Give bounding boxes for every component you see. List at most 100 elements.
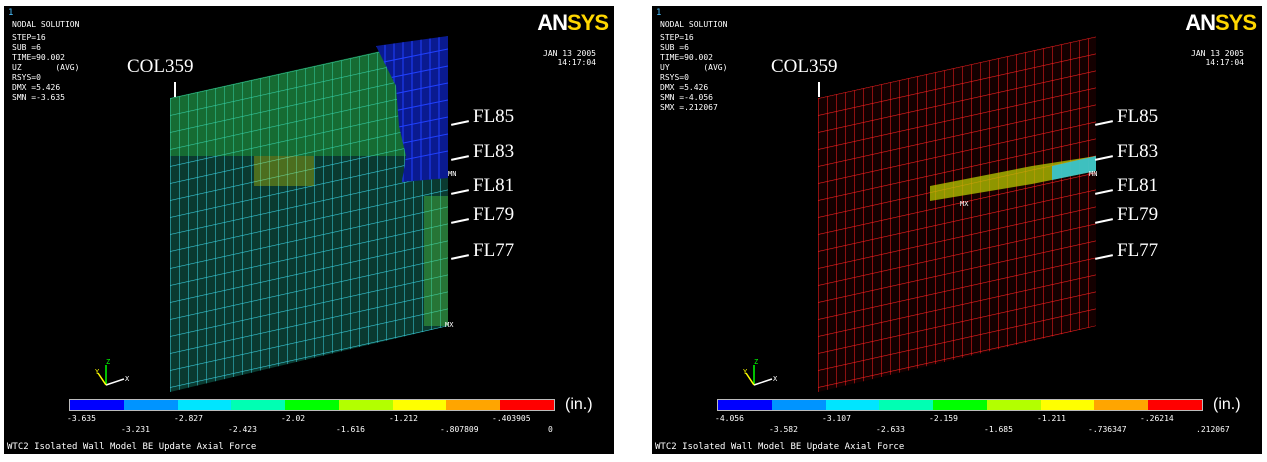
floor-label-fl79: FL79 <box>1117 204 1159 225</box>
legend-bottom-label: -.736347 <box>1088 425 1127 434</box>
min-marker: MN <box>448 170 457 178</box>
timestamp: JAN 13 2005 14:17:04 <box>1191 49 1244 67</box>
legend-bottom-label: -2.423 <box>228 425 257 434</box>
contour-plot-uy: 1 NODAL SOLUTION STEP=16 SUB =6 TIME=90.… <box>652 6 1262 454</box>
legend-band <box>933 400 987 410</box>
time-label: 14:17:04 <box>1205 58 1244 67</box>
floor-label-fl81: FL81 <box>473 175 515 196</box>
column-label: COL359 <box>127 56 194 77</box>
legend-band <box>1094 400 1149 410</box>
nodal-solution-title: NODAL SOLUTION <box>660 20 728 29</box>
info-component: UZ (AVG) <box>12 63 80 72</box>
max-marker: MX <box>960 200 969 208</box>
legend-bottom-label: -2.633 <box>876 425 905 434</box>
axis-triad-icon <box>97 365 125 386</box>
legend-band <box>285 400 339 410</box>
legend-band <box>771 400 826 410</box>
unit-label: (in.) <box>1213 396 1241 413</box>
floor-label-fl85: FL85 <box>1117 106 1159 127</box>
contour-plot-uz: 1 NODAL SOLUTION STEP=16 SUB =6 TIME=90.… <box>4 6 614 454</box>
ansys-logo: ANSYS <box>537 10 609 35</box>
axis-y-label: Y <box>743 368 748 376</box>
legend-top-label: -.26214 <box>1140 414 1174 423</box>
legend-top-label: -4.056 <box>715 414 744 423</box>
legend-bottom-label: -1.685 <box>984 425 1013 434</box>
axis-z-label: Z <box>754 358 759 366</box>
legend-top-label: -3.635 <box>67 414 96 423</box>
min-region <box>1052 156 1096 180</box>
legend-band <box>825 400 880 410</box>
legend-band <box>446 400 501 410</box>
legend-bottom-label: .212067 <box>1196 425 1230 434</box>
info-time: TIME=90.002 <box>12 53 65 62</box>
legend-band <box>231 400 286 410</box>
axis-y-label: Y <box>95 368 100 376</box>
window-index: 1 <box>656 8 662 18</box>
color-legend-bar <box>70 400 555 410</box>
floor-label-fl83: FL83 <box>1117 141 1159 162</box>
plot-footer-title: WTC2 Isolated Wall Model BE Update Axial… <box>7 442 257 452</box>
legend-band <box>70 400 124 410</box>
axis-z-label: Z <box>106 358 111 366</box>
max-marker: MX <box>445 321 454 329</box>
legend-top-label: -2.02 <box>281 414 306 423</box>
date-label: JAN 13 2005 <box>1191 49 1244 58</box>
info-dmx: DMX =5.426 <box>660 83 709 92</box>
floor-label-fl79: FL79 <box>473 204 515 225</box>
legend-bottom-label: -.807809 <box>440 425 479 434</box>
axis-x-label: X <box>773 375 778 383</box>
legend-top-label: -2.827 <box>174 414 203 423</box>
column-marker <box>174 82 176 97</box>
info-sub: SUB =6 <box>12 43 41 52</box>
legend-top-label: -1.211 <box>1037 414 1066 423</box>
nodal-solution-title: NODAL SOLUTION <box>12 20 80 29</box>
axis-triad-icon <box>745 365 773 386</box>
info-rsys: RSYS=0 <box>12 73 41 82</box>
legend-frame <box>69 399 555 411</box>
column-label: COL359 <box>771 56 838 77</box>
legend-top-label: -2.159 <box>929 414 958 423</box>
solution-info: NODAL SOLUTION STEP=16 SUB =6 TIME=90.00… <box>660 20 728 113</box>
info-time: TIME=90.002 <box>660 53 713 62</box>
legend-bottom-label: -3.582 <box>769 425 798 434</box>
floor-label-fl77: FL77 <box>473 240 515 261</box>
legend-bottom-label: -3.231 <box>121 425 150 434</box>
info-step: STEP=16 <box>12 33 46 42</box>
info-smx: SMX =.212067 <box>660 103 718 112</box>
axis-x-label: X <box>125 375 130 383</box>
min-marker: MN <box>1089 170 1098 178</box>
window-index: 1 <box>8 8 14 18</box>
info-step: STEP=16 <box>660 33 694 42</box>
info-smn: SMN =-4.056 <box>660 93 713 102</box>
legend-band <box>177 400 232 410</box>
legend-band <box>392 400 447 410</box>
time-label: 14:17:04 <box>557 58 596 67</box>
floor-label-fl83: FL83 <box>473 141 515 162</box>
legend-band <box>1040 400 1095 410</box>
date-label: JAN 13 2005 <box>543 49 596 58</box>
legend-band <box>1148 400 1203 410</box>
info-smn: SMN =-3.635 <box>12 93 65 102</box>
legend-bottom-label: 0 <box>548 425 553 434</box>
floor-label-fl81: FL81 <box>1117 175 1159 196</box>
timestamp: JAN 13 2005 14:17:04 <box>543 49 596 67</box>
legend-band <box>338 400 393 410</box>
info-component: UY (AVG) <box>660 63 728 72</box>
ansys-logo: ANSYS <box>1185 10 1257 35</box>
legend-top-label: -.403905 <box>492 414 531 423</box>
legend-band <box>718 400 772 410</box>
unit-label: (in.) <box>565 396 593 413</box>
legend-band <box>986 400 1041 410</box>
legend-band <box>879 400 934 410</box>
legend-frame <box>717 399 1203 411</box>
legend-bottom-label: -1.616 <box>336 425 365 434</box>
info-sub: SUB =6 <box>660 43 689 52</box>
column-marker <box>818 82 820 97</box>
solution-info: NODAL SOLUTION STEP=16 SUB =6 TIME=90.00… <box>12 20 80 103</box>
info-rsys: RSYS=0 <box>660 73 689 82</box>
floor-label-fl77: FL77 <box>1117 240 1159 261</box>
plot-footer-title: WTC2 Isolated Wall Model BE Update Axial… <box>655 442 905 452</box>
wall-mesh-uy <box>818 36 1096 392</box>
legend-band <box>123 400 178 410</box>
info-dmx: DMX =5.426 <box>12 83 61 92</box>
